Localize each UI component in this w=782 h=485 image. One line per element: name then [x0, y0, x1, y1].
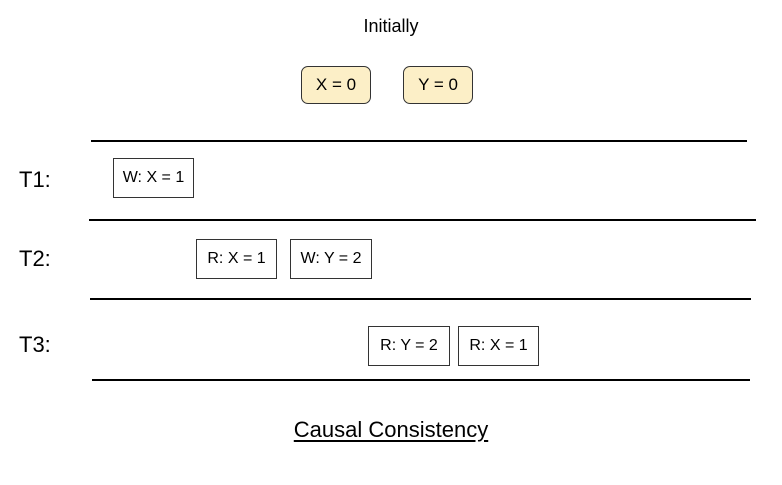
- timeline-divider: [91, 140, 747, 142]
- timeline-divider: [92, 379, 750, 381]
- diagram-caption-text: Causal Consistency: [293, 417, 489, 442]
- initially-label: Initially: [363, 16, 419, 36]
- t3-read-y-op: R: Y = 2: [368, 326, 450, 366]
- initial-value-y: Y = 0: [403, 66, 473, 104]
- thread-label-t3: T3:: [19, 332, 51, 357]
- timeline-divider: [90, 298, 751, 300]
- t2-write-y-op: W: Y = 2: [290, 239, 372, 279]
- t2-read-x-op: R: X = 1: [196, 239, 277, 279]
- t1-write-x-op: W: X = 1: [113, 158, 194, 198]
- thread-label-t1: T1:: [19, 167, 51, 192]
- diagram-caption: Causal Consistency: [0, 417, 782, 443]
- t3-read-x-op: R: X = 1: [458, 326, 539, 366]
- timeline-divider: [89, 219, 756, 221]
- initial-value-x: X = 0: [301, 66, 371, 104]
- thread-label-t2: T2:: [19, 246, 51, 271]
